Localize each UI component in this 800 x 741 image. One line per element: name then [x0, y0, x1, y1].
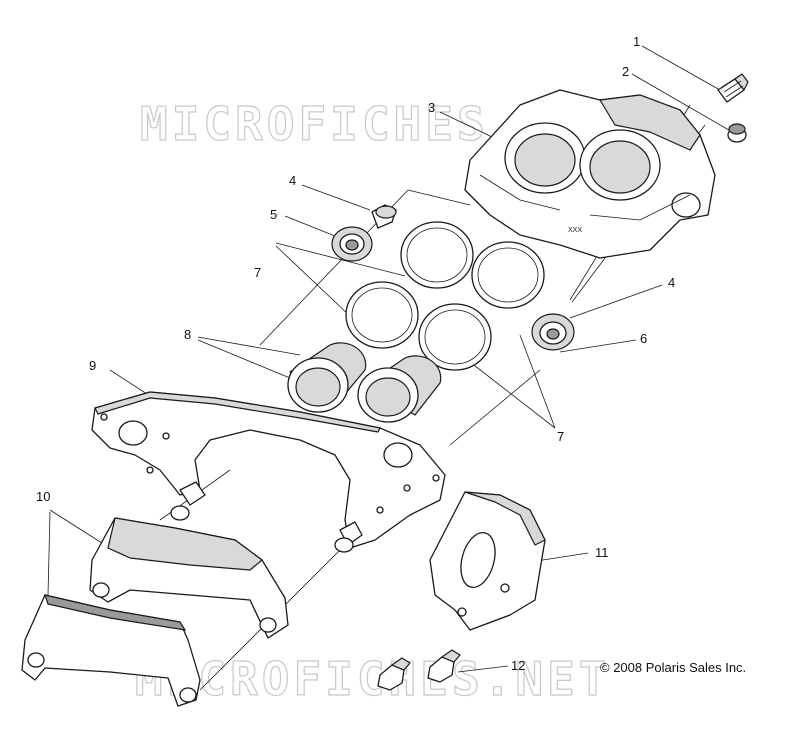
pad-shim: [429, 491, 546, 631]
brake-pad-lower: [21, 594, 201, 707]
callout-1: 1: [633, 34, 640, 49]
bleeder-screw: [717, 73, 749, 103]
caliper-bracket: [91, 391, 446, 553]
caliper-body: XXX: [464, 89, 716, 259]
brake-pad-upper: [89, 517, 289, 639]
watermark-bottom: MICROFICHES.NET: [135, 652, 610, 706]
callout-7-upper: 7: [254, 265, 261, 280]
mounting-bolts: [377, 649, 461, 691]
callout-11: 11: [595, 545, 609, 560]
callout-labels: 1 2 3 4 5 7 4 6 8 9 7 10 11 12: [36, 34, 675, 673]
callout-5: 5: [270, 207, 277, 222]
callout-2: 2: [622, 64, 629, 79]
boot-seal-right: [531, 313, 575, 351]
callout-12: 12: [511, 658, 525, 673]
callout-6: 6: [640, 331, 647, 346]
seal-rings: [345, 221, 545, 371]
guide-pin-bolt: [371, 204, 397, 229]
bleeder-cap: [727, 123, 747, 143]
boot-seal-upper: [331, 226, 373, 262]
callout-3: 3: [428, 100, 435, 115]
callout-4-upper: 4: [289, 173, 296, 188]
callout-7-lower: 7: [557, 429, 564, 444]
callout-8: 8: [184, 327, 191, 342]
copyright-notice: © 2008 Polaris Sales Inc.: [600, 660, 746, 675]
callout-9: 9: [89, 358, 96, 373]
pistons: [287, 342, 442, 423]
callout-4-right: 4: [668, 275, 675, 290]
caliper-marking: XXX: [568, 227, 582, 234]
callout-10: 10: [36, 489, 50, 504]
